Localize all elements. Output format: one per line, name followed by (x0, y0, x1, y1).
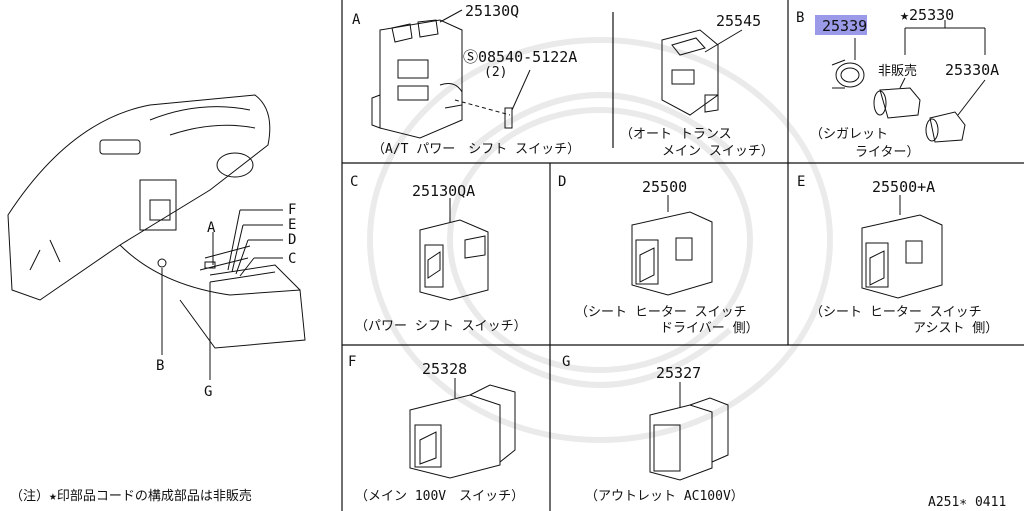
caption-f: （メイン 100V スイッチ） (355, 489, 524, 504)
watermark (367, 37, 833, 443)
section-a: A (352, 12, 361, 28)
part-25330: ★25330 (900, 6, 954, 24)
note-text: （注）★印部品コードの構成部品は非販売 (10, 488, 252, 504)
part-25327: 25327 (656, 364, 701, 382)
callout-lines (161, 209, 283, 380)
footer-code: A251∗ 0411 (928, 495, 1006, 510)
caption-b-line2: ライター） (855, 145, 919, 160)
caption-a1: （A/T パワー シフト スイッチ） (372, 142, 580, 157)
part-25130q: 25130Q (465, 2, 519, 20)
caption-d-line2: ドライバー 側） (660, 321, 759, 336)
dashboard-illustration (7, 94, 306, 349)
part-25500: 25500 (642, 178, 687, 196)
panel-a2-drawing (661, 29, 743, 116)
label-e: E (288, 217, 296, 233)
caption-d-line1: （シート ヒーター スイッチ (575, 305, 747, 320)
caption-a2-line1: （オート トランス (620, 127, 732, 142)
panel-b-drawing (831, 20, 986, 143)
part-25339[interactable]: 25339 (822, 17, 867, 35)
part-08540-qty: (2) (484, 65, 507, 80)
label-b: B (156, 358, 164, 374)
panel-a1-drawing (371, 9, 513, 139)
part-25330a: 25330A (945, 61, 999, 79)
section-b: B (796, 10, 804, 26)
not-sold-label: 非販売 (878, 63, 917, 79)
section-g: G (562, 354, 570, 370)
part-25500a: 25500+A (872, 178, 935, 196)
section-e: E (797, 174, 805, 190)
label-g: G (204, 384, 212, 400)
part-25545: 25545 (716, 12, 761, 30)
section-c: C (350, 174, 358, 190)
panel-e-drawing (861, 195, 943, 299)
caption-c: （パワー シフト スイッチ） (355, 319, 527, 334)
label-d: D (288, 232, 296, 248)
section-f: F (348, 354, 356, 370)
caption-b-line1: （シガレット (810, 127, 888, 142)
panel-d-drawing (631, 195, 713, 296)
label-f: F (288, 202, 296, 218)
part-25130qa: 25130QA (412, 182, 475, 200)
caption-e-line2: アシスト 側） (913, 321, 998, 336)
section-d: D (558, 174, 566, 190)
caption-e-line1: （シート ヒーター スイッチ (810, 305, 982, 320)
part-08540: Ⓢ08540-5122A (463, 48, 577, 66)
caption-g: （アウトレット AC100V） (585, 489, 744, 504)
caption-a2-line2: メイン スイッチ） (662, 144, 774, 159)
panel-g-drawing (649, 382, 729, 481)
grid-lines (341, 0, 1024, 511)
panel-f-drawing (409, 378, 516, 479)
label-c: C (288, 251, 296, 267)
highlight-box (815, 15, 867, 35)
part-25328: 25328 (422, 360, 467, 378)
panel-c-drawing (419, 198, 489, 301)
label-a: A (207, 220, 216, 236)
